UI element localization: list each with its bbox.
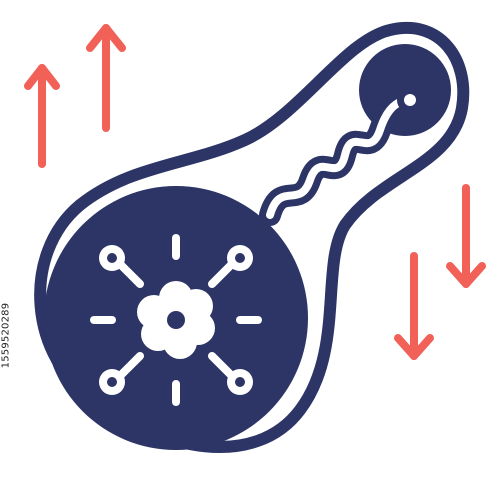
coiled-vessel-icon [259,87,423,226]
up-arrow-icon [86,24,126,132]
receptor-pins [116,260,236,380]
stock-id: 1559520289 [0,302,12,369]
down-arrow-icon [394,252,434,360]
flower-cell-icon [137,281,215,359]
receptor-heads [99,245,253,395]
receptor-holes [107,253,245,387]
organ-outline [34,22,470,453]
up-arrow-icon [24,64,60,168]
down-arrow-icon [446,184,486,288]
radial-dashes [90,234,262,406]
